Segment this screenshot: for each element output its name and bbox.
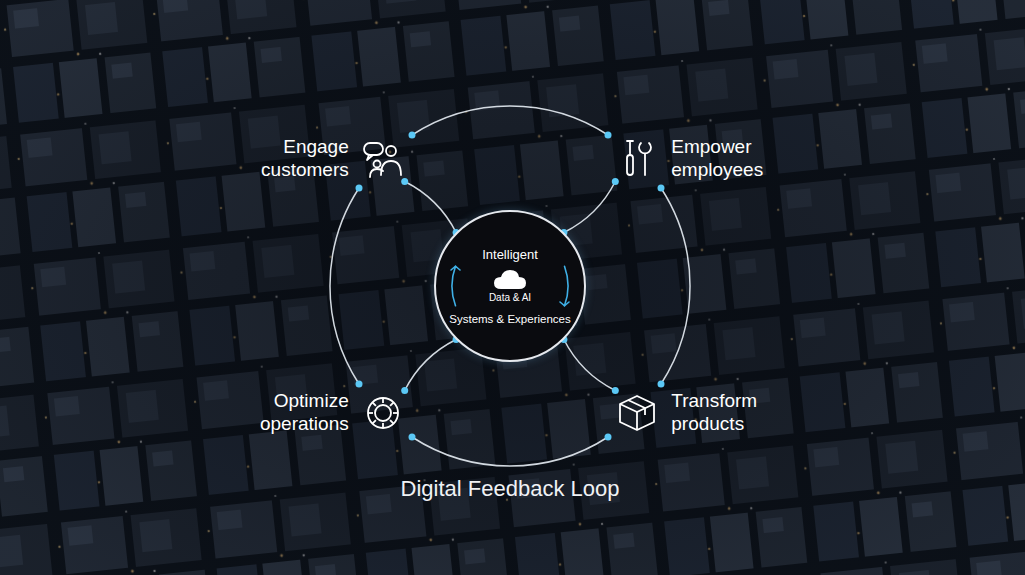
node-label: Systems & Experiences [449, 313, 570, 325]
connector-dot [658, 381, 665, 388]
node-label: Transform products [671, 390, 783, 436]
gear-icon [361, 391, 405, 435]
node-label: Intelligent [482, 247, 538, 262]
connector-dot [612, 178, 619, 185]
feedback-node: Empower employees [615, 136, 783, 182]
label-group: Transform products [671, 390, 783, 436]
node-label: Optimize operations [237, 390, 349, 436]
feedback-node: Transform products [615, 390, 783, 436]
box-icon [615, 391, 659, 435]
connector-dot [401, 387, 408, 394]
connector [564, 340, 615, 391]
connector-dot [658, 185, 665, 192]
label-group: Engage customers [237, 136, 349, 182]
connector [412, 106, 608, 135]
connector [661, 188, 690, 384]
node-label: Empower employees [671, 136, 783, 182]
connector-dot [356, 185, 363, 192]
connector [405, 340, 456, 391]
connector-dot [409, 434, 416, 441]
connector [405, 182, 456, 233]
label-group: Optimize operations [237, 390, 349, 436]
tools-icon [615, 137, 659, 181]
connector-dot [612, 387, 619, 394]
connector-dot [605, 132, 612, 139]
connector-dot [401, 178, 408, 185]
connector-dot [356, 381, 363, 388]
connector [330, 188, 359, 384]
label-group: Empower employees [671, 136, 783, 182]
cloud-icon [493, 268, 527, 290]
feedback-node: Engage customers [237, 136, 405, 182]
connector [564, 182, 615, 233]
node-label: Engage customers [237, 136, 349, 182]
node-label: Data & AI [489, 292, 531, 303]
connector [412, 437, 608, 466]
connector-dot [409, 132, 416, 139]
customers-icon [361, 137, 405, 181]
caption: Digital Feedback Loop [401, 476, 620, 502]
feedback-node: Optimize operations [237, 390, 405, 436]
hub-circle: Intelligent Data & AI Systems & Experienc… [434, 210, 586, 362]
connector-dot [605, 434, 612, 441]
